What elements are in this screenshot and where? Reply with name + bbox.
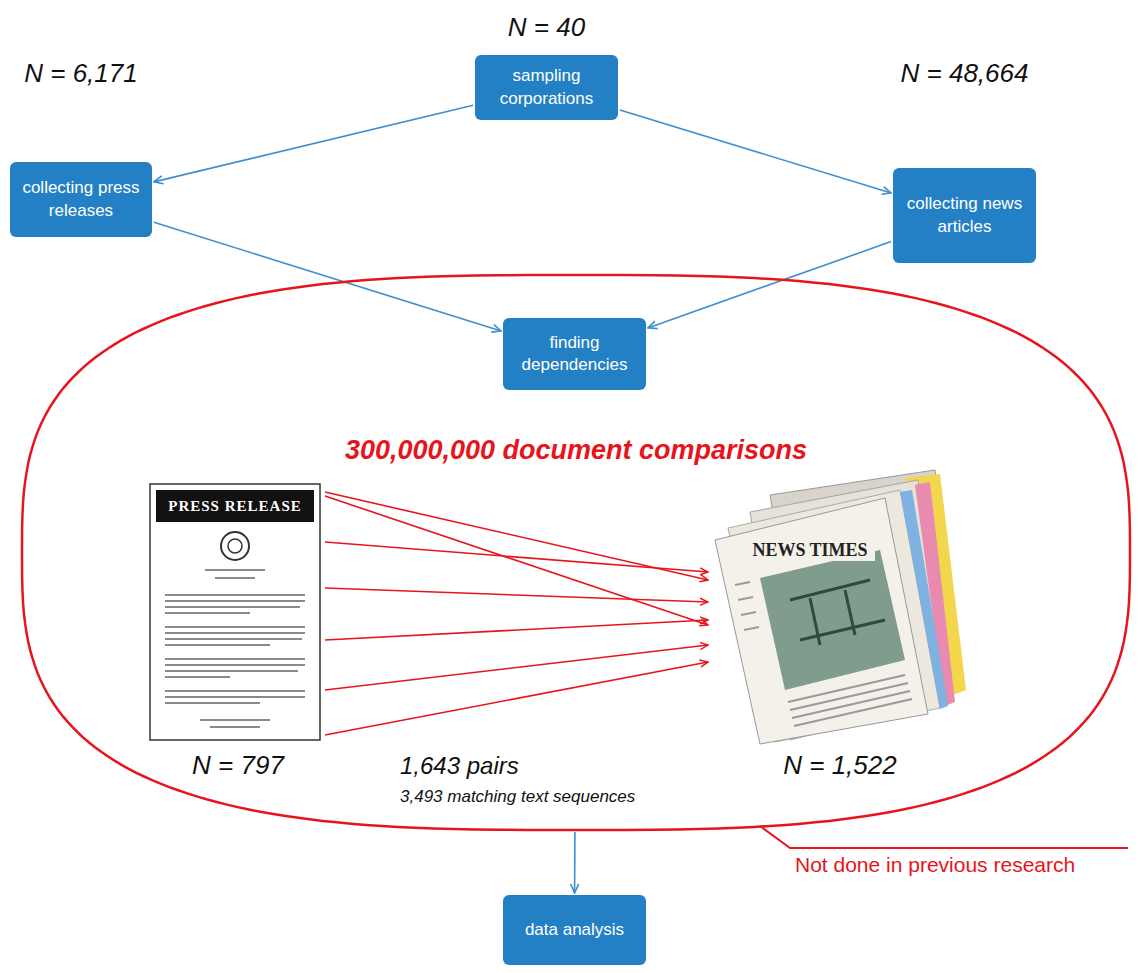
flow-arrow (574, 832, 576, 893)
box-label: data analysis (525, 919, 624, 941)
comparison-arrows (325, 492, 708, 735)
flow-arrow (620, 110, 891, 193)
scope-ellipse: 300,000,000 document comparisonsN = 7971… (22, 275, 1130, 830)
newspaper-title: NEWS TIMES (745, 540, 875, 561)
box-label: collecting news articles (906, 193, 1024, 237)
callout-note: Not done in previous research (795, 853, 1075, 877)
process-box: data analysis (503, 895, 646, 965)
callout-bracket (760, 826, 1128, 848)
pairs-count: 1,643 pairs (400, 752, 519, 780)
box-label: finding dependencies (516, 332, 634, 376)
count-heading: N = 48,664 (833, 58, 1096, 89)
process-box: finding dependencies (503, 318, 646, 390)
process-box: N = 48,664collecting news articles (893, 168, 1036, 263)
process-box: N = 6,171collecting press releases (10, 162, 152, 237)
sequence-count: 3,493 matching text sequences (400, 787, 635, 807)
count-heading: N = 6,171 (0, 58, 212, 89)
box-label: sampling corporations (488, 65, 606, 109)
comparison-count: 300,000,000 document comparisons (256, 435, 896, 466)
box-label: collecting press releases (22, 177, 140, 221)
document-title: PRESS RELEASE (156, 490, 314, 522)
press-release-picture (150, 484, 320, 740)
ellipse-line (22, 275, 1130, 830)
newspaper-picture (715, 470, 966, 744)
flow-arrow (154, 105, 473, 182)
process-box: N = 40sampling corporations (475, 55, 618, 120)
count-heading: N = 40 (415, 12, 678, 43)
flow-arrow (648, 242, 891, 328)
count-label: N = 1,522 (520, 750, 1145, 781)
